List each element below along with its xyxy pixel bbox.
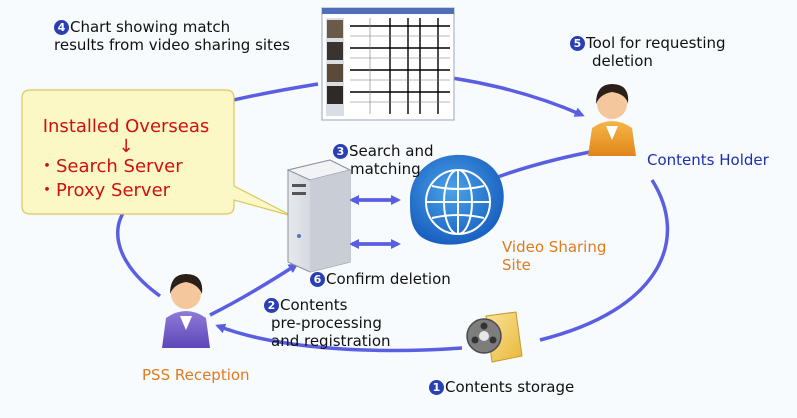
double-arrows bbox=[349, 195, 401, 249]
contents-holder-label: Contents Holder bbox=[647, 151, 769, 169]
video-sharing-site-label: Video Sharing Site bbox=[502, 238, 606, 274]
video-site-line2: Site bbox=[502, 256, 531, 274]
server-tower-icon bbox=[286, 159, 352, 273]
step2-line3: and registration bbox=[271, 332, 391, 350]
film-reel-folder-icon bbox=[466, 311, 523, 363]
callout-item-proxy-server: ・Proxy Server bbox=[38, 180, 171, 201]
step3-number: 3 bbox=[333, 144, 348, 159]
step2-line1: Contents bbox=[280, 296, 348, 314]
callout-down-arrow: ↓ bbox=[118, 136, 134, 157]
step6-text: Confirm deletion bbox=[326, 270, 451, 288]
step4-number: 4 bbox=[54, 20, 69, 35]
step5-number: 5 bbox=[570, 36, 585, 51]
globe-icon bbox=[410, 154, 504, 245]
results-chart-thumbnail bbox=[321, 7, 455, 121]
step2-line2: pre-processing bbox=[271, 314, 382, 332]
step5-line1: Tool for requesting bbox=[586, 34, 726, 52]
step3-line2: matching bbox=[350, 160, 421, 178]
callout-installed-overseas: Installed Overseas ↓ ・Search Server ・Pro… bbox=[36, 115, 216, 203]
arrow-holder-to-globe bbox=[481, 150, 591, 185]
arrow-storage-to-reception bbox=[215, 323, 463, 353]
step2-number: 2 bbox=[264, 298, 279, 313]
contents-holder-person-icon bbox=[588, 84, 636, 156]
step4-line1: Chart showing match bbox=[70, 18, 231, 36]
video-site-line1: Video Sharing bbox=[502, 238, 607, 256]
arrow-reception-to-server bbox=[209, 263, 299, 317]
callout-bubble bbox=[21, 89, 293, 217]
callout-item-search-server: ・Search Server bbox=[38, 156, 183, 177]
step3-line1: Search and bbox=[349, 142, 434, 160]
step5-line2: deletion bbox=[592, 52, 653, 70]
step4-line2: results from video sharing sites bbox=[54, 36, 290, 54]
pss-reception-person-icon bbox=[162, 274, 210, 348]
step6-number: 6 bbox=[310, 272, 325, 287]
step1-number: 1 bbox=[429, 380, 444, 395]
pss-reception-label: PSS Reception bbox=[142, 366, 250, 384]
arrow-holder-to-storage bbox=[539, 179, 670, 342]
callout-title: Installed Overseas bbox=[42, 116, 210, 137]
step1-text: Contents storage bbox=[445, 378, 575, 396]
